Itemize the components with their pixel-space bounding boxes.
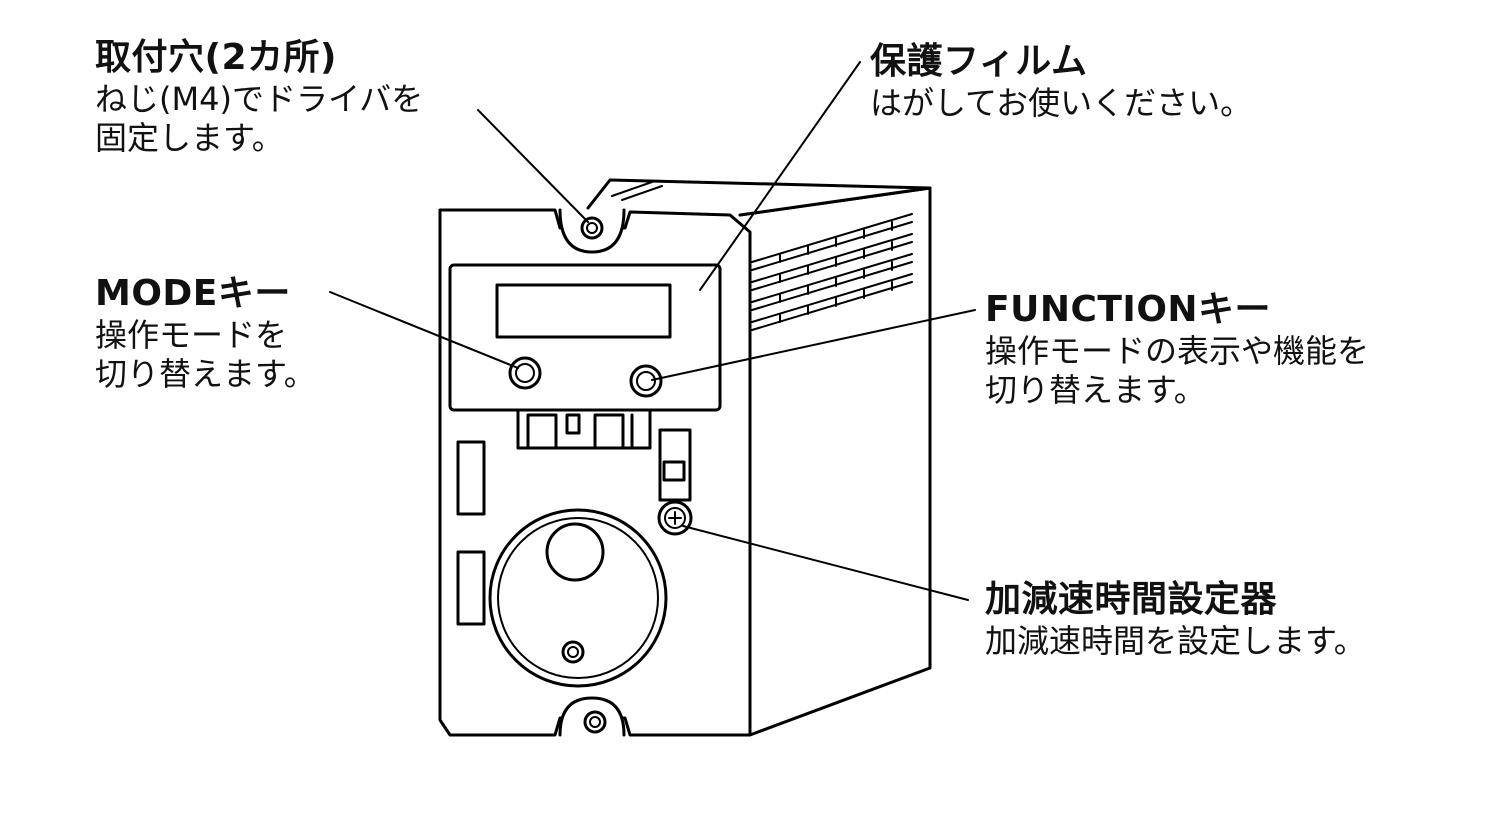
- callout-accel-title: 加減速時間設定器: [985, 579, 1278, 620]
- led-display: [495, 283, 672, 339]
- device-front-panel: [438, 208, 752, 737]
- leader-lines: [329, 61, 976, 601]
- callout-mount-hole-title: 取付穴(2カ所): [95, 37, 337, 78]
- callout-accel-desc-1: 加減速時間を設定します。: [985, 621, 1366, 660]
- callout-film: 保護フィルム はがしてお使いください。: [870, 40, 1252, 123]
- leader-function: [651, 309, 976, 381]
- callout-accel: 加減速時間設定器 加減速時間を設定します。: [985, 578, 1366, 661]
- device-top-face: [586, 178, 932, 217]
- device-side-panel: [738, 186, 932, 737]
- callout-mode-desc-1: 操作モードを: [95, 315, 288, 354]
- leader-accel: [682, 525, 969, 601]
- callout-mode: MODEキー 操作モードを 切り替えます。: [95, 272, 316, 394]
- mode-key[interactable]: [508, 356, 542, 390]
- speed-dial[interactable]: [488, 508, 668, 688]
- callout-function-desc-2: 切り替えます。: [985, 370, 1206, 409]
- setting-switch: [658, 428, 692, 502]
- front-slot-lower: [456, 550, 486, 626]
- top-mounting-hole: [558, 208, 626, 254]
- leader-film: [699, 61, 861, 291]
- callout-film-desc-1: はがしてお使いください。: [870, 83, 1253, 122]
- bottom-mounting-hole: [558, 696, 626, 737]
- callout-mode-title: MODEキー: [95, 273, 291, 314]
- callout-mount-hole-desc-2: 固定します。: [95, 118, 284, 157]
- callout-function: FUNCTIONキー 操作モードの表示や機能を 切り替えます。: [985, 288, 1369, 410]
- function-key[interactable]: [629, 364, 663, 398]
- callout-function-title: FUNCTIONキー: [985, 289, 1272, 330]
- callout-function-desc-1: 操作モードの表示や機能を: [985, 331, 1370, 370]
- top-vent-slots: [611, 181, 663, 201]
- callout-mount-hole-desc-1: ねじ(M4)でドライバを: [95, 79, 424, 118]
- callout-mount-hole: 取付穴(2カ所) ねじ(M4)でドライバを 固定します。: [95, 36, 423, 158]
- leader-mount-hole: [477, 109, 589, 223]
- leader-mode: [329, 291, 519, 369]
- front-slot-upper: [456, 440, 486, 516]
- side-vent-slots: [751, 213, 913, 331]
- accel-decel-potentiometer[interactable]: [657, 500, 693, 536]
- callout-mode-desc-2: 切り替えます。: [95, 354, 316, 393]
- connector-block: [516, 408, 652, 450]
- callout-film-title: 保護フィルム: [870, 41, 1088, 82]
